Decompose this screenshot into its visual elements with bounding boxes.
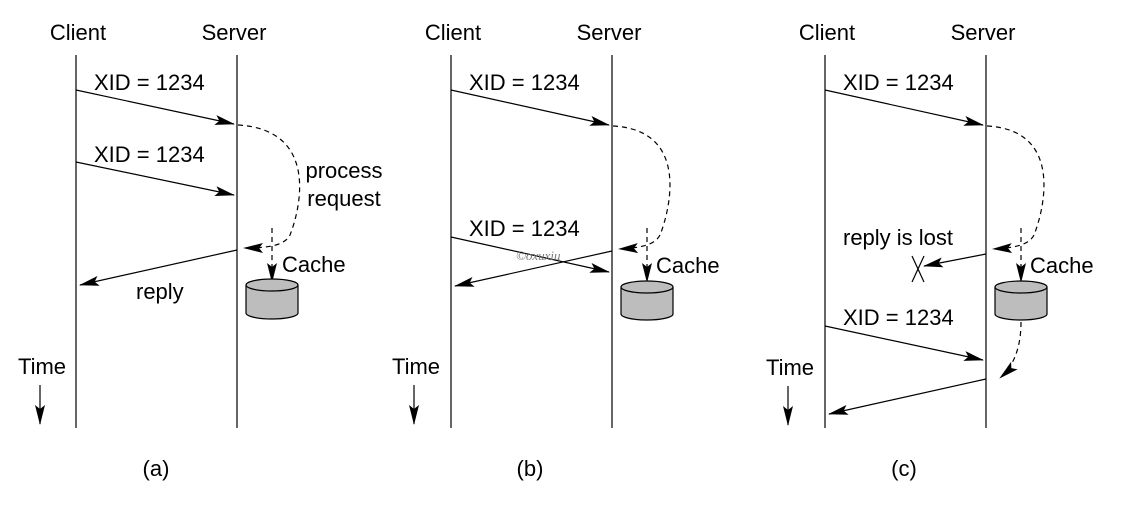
watermark: ©oxuxiu bbox=[516, 248, 561, 263]
panel-caption: (a) bbox=[143, 456, 170, 481]
request-2-label: XID = 1234 bbox=[843, 305, 954, 330]
server-label: Server bbox=[577, 20, 642, 45]
request-1-arrow bbox=[75, 89, 235, 125]
request-1-label: XID = 1234 bbox=[469, 70, 580, 95]
time-label: Time bbox=[392, 354, 440, 379]
time-label: Time bbox=[18, 354, 66, 379]
request-1-arrow bbox=[450, 89, 610, 126]
request-2-arrow bbox=[824, 325, 984, 361]
cache-read-dashed-arrow bbox=[999, 321, 1022, 379]
panel-a: Client Server XID = 1234 XID = 1234 proc… bbox=[18, 20, 383, 481]
client-label: Client bbox=[425, 20, 481, 45]
process-dashed-arrow bbox=[612, 125, 671, 254]
request-2-arrow bbox=[450, 236, 610, 273]
request-1-label: XID = 1234 bbox=[94, 70, 205, 95]
process-dashed-arrow bbox=[237, 124, 301, 253]
client-label: Client bbox=[799, 20, 855, 45]
client-label: Client bbox=[50, 20, 106, 45]
panel-caption: (b) bbox=[517, 456, 544, 481]
cache-icon bbox=[245, 278, 299, 320]
panel-b: Client Server XID = 1234 XID = 1234 ©oxu… bbox=[392, 20, 720, 481]
reply-label: reply bbox=[136, 279, 184, 304]
reply-arrow bbox=[828, 378, 987, 415]
cache-icon bbox=[994, 280, 1048, 321]
reply-arrow bbox=[79, 249, 238, 286]
lost-reply-arrow bbox=[923, 253, 987, 268]
panel-caption: (c) bbox=[891, 456, 917, 481]
process-label-line-1: process bbox=[305, 158, 382, 183]
time-label: Time bbox=[766, 355, 814, 380]
lost-label: reply is lost bbox=[843, 225, 953, 250]
cache-label: Cache bbox=[656, 253, 720, 278]
panel-c: Client Server XID = 1234 reply is lost C… bbox=[766, 20, 1094, 481]
process-dashed-arrow bbox=[986, 125, 1045, 254]
server-label: Server bbox=[202, 20, 267, 45]
cache-label: Cache bbox=[282, 252, 346, 277]
request-1-label: XID = 1234 bbox=[843, 70, 954, 95]
request-2-arrow bbox=[75, 161, 235, 197]
request-1-arrow bbox=[824, 89, 984, 126]
process-label-line-2: request bbox=[307, 186, 380, 211]
request-2-label: XID = 1234 bbox=[94, 142, 205, 167]
cache-icon bbox=[620, 280, 674, 321]
server-label: Server bbox=[951, 20, 1016, 45]
request-2-label: XID = 1234 bbox=[469, 216, 580, 241]
cache-label: Cache bbox=[1030, 253, 1094, 278]
reply-arrow bbox=[454, 250, 613, 287]
lost-x-icon bbox=[911, 255, 925, 283]
